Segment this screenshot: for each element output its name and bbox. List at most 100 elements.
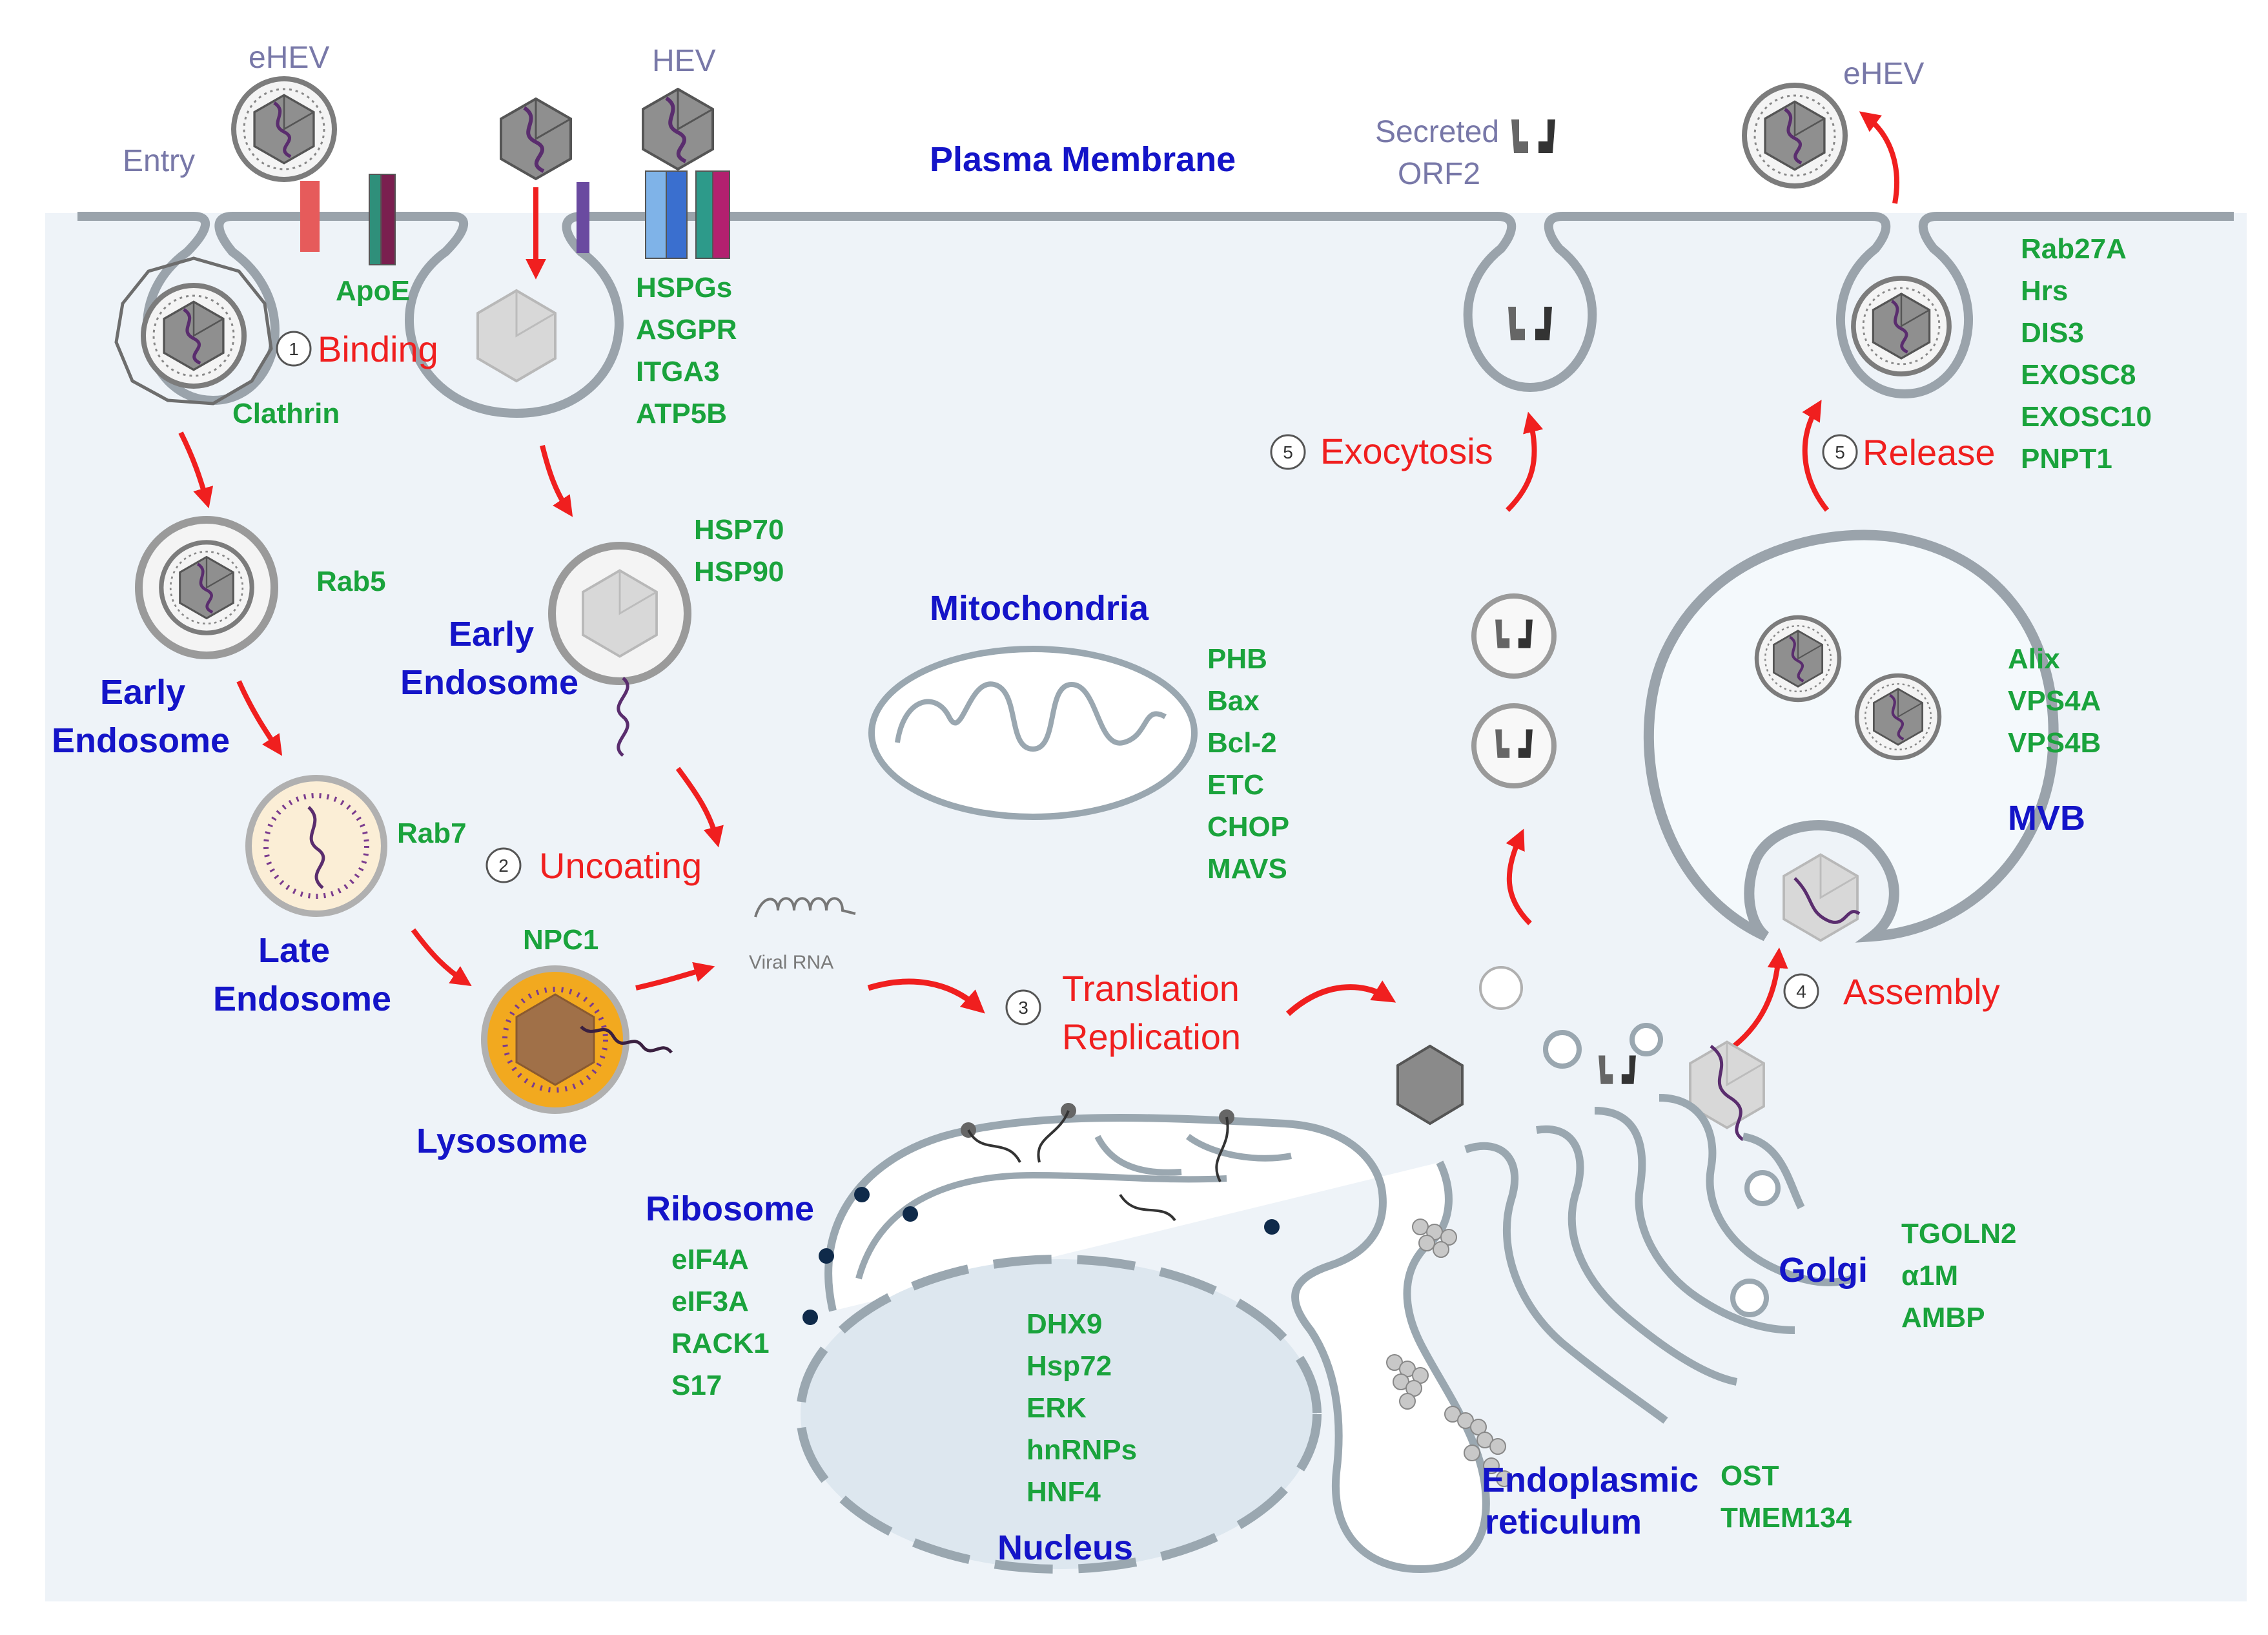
- nucleus-label: Nucleus: [997, 1528, 1133, 1567]
- arrow-to-lysosome: [411, 928, 472, 987]
- step-release-label: Release: [1863, 432, 1995, 473]
- hev-particle-binding: [501, 99, 571, 179]
- apoe-label: ApoE: [336, 275, 410, 307]
- step-assembly-label: Assembly: [1843, 971, 2000, 1012]
- er-label-line2: reticulum: [1485, 1503, 1642, 1541]
- release-factor-exosc8: EXOSC8: [2021, 359, 2136, 391]
- mito-factor-chop: CHOP: [1207, 811, 1289, 843]
- ehev-label-right: eHEV: [1843, 57, 1924, 91]
- capsid-hexagon: [1396, 1044, 1464, 1126]
- lysosome-label: Lysosome: [416, 1122, 587, 1160]
- step-exocytosis-number: 5: [1283, 442, 1293, 462]
- late-endosome-line1: Late: [258, 931, 330, 970]
- viral-rna-label: Viral RNA: [749, 952, 833, 973]
- hev-particle-receptor: [643, 89, 713, 169]
- secreted-orf2-line2: ORF2: [1398, 157, 1480, 191]
- step-assembly-number: 4: [1796, 982, 1806, 1002]
- plasma-membrane: [77, 212, 2234, 418]
- ribosome-dot: [854, 1187, 870, 1202]
- mitochondria-label: Mitochondria: [930, 589, 1149, 628]
- release-factor-hrs: Hrs: [2021, 275, 2068, 307]
- arrow-to-uncoating: [675, 766, 724, 848]
- viral-rna-coil: [754, 897, 856, 918]
- arrow-to-early-endosome-mid: [540, 445, 573, 517]
- step-release-number-circle: [1822, 434, 1858, 470]
- step-release-number: 5: [1835, 442, 1845, 462]
- multivesicular-body: [1643, 530, 2059, 943]
- late-endosome: [245, 775, 387, 917]
- release-factor-pnpt1: PNPT1: [2021, 443, 2112, 475]
- early-endosome-mid-line1: Early: [449, 615, 534, 653]
- mvb-factor-alix: Alix: [2008, 643, 2060, 675]
- arrow-vesicle-up-lower: [1506, 828, 1532, 925]
- ehev-particle-entry: [234, 79, 334, 180]
- mito-factor-phb: PHB: [1207, 643, 1267, 675]
- mvb-factor-vps4b: VPS4B: [2008, 727, 2101, 759]
- hev-label: HEV: [652, 44, 716, 78]
- golgi-apparatus: [1464, 1094, 1854, 1424]
- arrow-exocytosis: [1506, 411, 1544, 512]
- rab5-label: Rab5: [316, 566, 386, 597]
- er-label-line1: Endoplasmic: [1482, 1461, 1699, 1499]
- golgi-factor-ambp: AMBP: [1901, 1302, 1985, 1333]
- ehev-in-release-pit: [1854, 278, 1949, 374]
- mito-factor-etc: ETC: [1207, 769, 1264, 801]
- mvb-factor-vps4a: VPS4A: [2008, 685, 2101, 717]
- er-factor-tmem134: TMEM134: [1721, 1502, 1852, 1534]
- clathrin-label: Clathrin: [232, 398, 340, 429]
- receptor-asgpr: ASGPR: [636, 314, 737, 345]
- arrow-lysosome-to-rna: [635, 961, 715, 991]
- er-factor-ost: OST: [1721, 1460, 1779, 1492]
- step-translation-number: 3: [1018, 998, 1028, 1018]
- step-uncoating-number-circle: [485, 847, 522, 883]
- step-translation-number-circle: [1005, 989, 1041, 1025]
- release-factor-rab27a: Rab27A: [2021, 233, 2127, 265]
- hsp90-label: HSP90: [694, 556, 784, 588]
- early-endosome-left-line1: Early: [100, 673, 185, 712]
- arrow-translation-to-assembly: [1285, 980, 1396, 1016]
- release-factor-dis3: DIS3: [2021, 317, 2084, 349]
- step-uncoating-label: Uncoating: [539, 845, 702, 886]
- ehev-particle-in-pit: [143, 285, 244, 386]
- step-exocytosis-label: Exocytosis: [1320, 431, 1493, 471]
- nucleus-factor-erk: ERK: [1027, 1392, 1087, 1424]
- ribosome-factor-eif3a: eIF3A: [671, 1286, 749, 1317]
- mito-factor-bax: Bax: [1207, 685, 1260, 717]
- nucleus: [796, 1255, 1322, 1574]
- secreted-orf2-dimer: [1511, 119, 1555, 153]
- arrow-mvb-to-release: [1802, 400, 1830, 512]
- step-binding-label: Binding: [318, 329, 438, 369]
- receptor-hspgs: HSPGs: [636, 272, 732, 303]
- golgi-label: Golgi: [1779, 1251, 1868, 1290]
- nucleus-factor-hnrnps: hnRNPs: [1027, 1434, 1137, 1466]
- rab7-label: Rab7: [397, 818, 467, 849]
- arrow-to-rab5-endosome: [178, 431, 214, 509]
- step-binding-number-circle: [276, 331, 312, 367]
- orf2-vesicle-upper: [1471, 593, 1557, 679]
- step-exocytosis-number-circle: [1270, 434, 1306, 470]
- release-factor-exosc10: EXOSC10: [2021, 401, 2152, 433]
- glycan-chains: [1386, 1219, 1513, 1487]
- early-endosome-mid-line2: Endosome: [400, 663, 578, 702]
- mito-factor-mavs: MAVS: [1207, 853, 1287, 885]
- mito-factor-bcl2: Bcl-2: [1207, 727, 1277, 759]
- step-replication-label: Replication: [1062, 1016, 1241, 1057]
- mvb-label: MVB: [2008, 799, 2085, 838]
- nucleus-factor-hsp72: Hsp72: [1027, 1350, 1112, 1382]
- empty-vesicle: [1479, 966, 1523, 1010]
- golgi-factor-a1m: α1M: [1901, 1260, 1958, 1291]
- ribosome-factor-rack1: RACK1: [671, 1328, 770, 1359]
- receptor-atp5b: ATP5B: [636, 398, 727, 429]
- mitochondrion: [868, 646, 1198, 820]
- endoplasmic-reticulum: [824, 1114, 1490, 1574]
- clathrin-coat: [114, 256, 273, 406]
- arrow-rna-to-translation: [867, 978, 985, 1014]
- ribosome-factor-eif4a: eIF4A: [671, 1244, 749, 1275]
- golgi-factor-tgoln2: TGOLN2: [1901, 1218, 2016, 1249]
- entry-label: Entry: [123, 144, 195, 178]
- late-endosome-line2: Endosome: [213, 980, 391, 1018]
- early-endosome-left-line2: Endosome: [52, 721, 230, 760]
- step-translation-label: Translation: [1062, 968, 1240, 1009]
- npc1-label: NPC1: [523, 924, 598, 956]
